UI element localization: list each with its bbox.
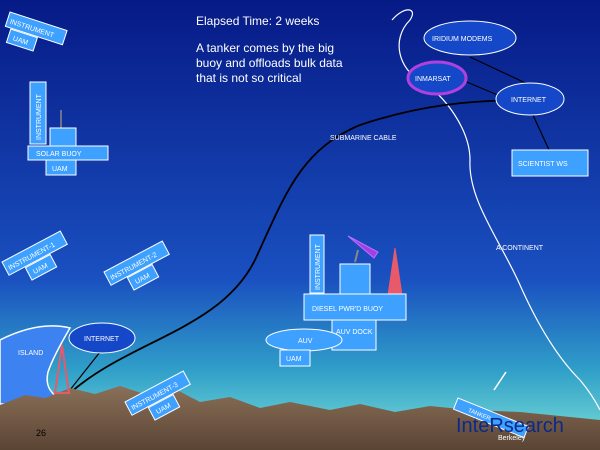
- uam-box: [5, 28, 39, 52]
- logo-wordmark: InteRsearch: [456, 415, 564, 437]
- instrument-2-box: [103, 240, 170, 286]
- page-number: 26: [36, 428, 46, 438]
- diesel-top-box: [339, 263, 371, 295]
- diesel-buoy-group: INSTRUMENT DIESEL PWR'D BUOY AUV DOCK AU…: [265, 234, 407, 367]
- solar-buoy-group: INSTRUMENT SOLAR BUOY UAM: [27, 81, 109, 176]
- auv-dock-box: [331, 319, 377, 351]
- inmarsat-ellipse: [406, 60, 468, 96]
- instrument-1-group: INSTRUMENT-1 UAM: [1, 230, 68, 281]
- auv-uam-box: [279, 349, 311, 367]
- instrument-box: [4, 11, 68, 46]
- solar-uam-label: UAM: [52, 166, 68, 173]
- solar-top-box: [49, 127, 77, 147]
- submarine-cable-label: SUBMARINE CABLE: [330, 135, 397, 142]
- narrative-line-3: that is not so critical: [196, 71, 301, 85]
- instrument-2-group: INSTRUMENT-2 UAM: [103, 240, 170, 291]
- elapsed-time: Elapsed Time: 2 weeks: [196, 14, 319, 28]
- internet-ellipse-shore: [495, 82, 565, 116]
- island-label: ISLAND: [18, 350, 43, 357]
- island-antenna-tower: [53, 344, 71, 394]
- scientist-box: [511, 149, 589, 177]
- instrument-2-uam-box: [126, 263, 160, 291]
- continent-label: A CONTINENT: [496, 245, 544, 252]
- continent-coastline: [391, 9, 600, 411]
- tanker-mast: [493, 371, 507, 391]
- auv-uam-label: UAM: [286, 356, 302, 363]
- solar-instrument-label: INSTRUMENT: [36, 93, 43, 140]
- auv-label: AUV: [298, 338, 313, 345]
- narrative-line-1: A tanker comes by the big: [196, 41, 334, 55]
- diesel-instrument-box: [309, 234, 325, 294]
- solar-buoy-label: SOLAR BUOY: [36, 151, 82, 158]
- uam-label: UAM: [12, 35, 29, 47]
- submarine-cable: [69, 99, 531, 394]
- iridium-label: IRIDIUM MODEMS: [432, 36, 493, 43]
- diesel-instrument-label: INSTRUMENT: [315, 243, 322, 290]
- logo-subtitle: Berkeley: [498, 435, 526, 442]
- instrument-1-uam-box: [24, 253, 58, 281]
- link-internet-island: [65, 351, 101, 396]
- tanker-hull: [452, 397, 530, 439]
- link-iridium-internet: [469, 56, 533, 87]
- iridium-ellipse: [423, 20, 517, 56]
- instrument-3-uam-box: [147, 393, 181, 421]
- scientist-label: SCIENTIST WS: [518, 161, 568, 168]
- satellite-dish: [347, 235, 379, 259]
- inmarsat-label: INMARSAT: [415, 76, 451, 83]
- link-inmarsat-internet: [461, 79, 501, 97]
- instrument-3-box: [124, 370, 191, 416]
- solar-uam-box: [45, 159, 77, 176]
- dish-mount: [354, 249, 359, 263]
- internet-label-shore: INTERNET: [511, 97, 547, 104]
- internet-label-island: INTERNET: [84, 336, 120, 343]
- diesel-buoy-label: DIESEL PWR'D BUOY: [312, 306, 383, 313]
- instrument-1-box: [1, 230, 68, 276]
- narrative-line-2: buoy and offloads bulk data: [196, 56, 343, 70]
- auv-dock-label: AUV DOCK: [336, 329, 373, 336]
- solar-instrument-box: [29, 81, 47, 145]
- internet-ellipse-island: [68, 322, 136, 354]
- instrument-top-left: INSTRUMENT UAM: [4, 11, 68, 52]
- link-internet-scientist: [532, 114, 551, 153]
